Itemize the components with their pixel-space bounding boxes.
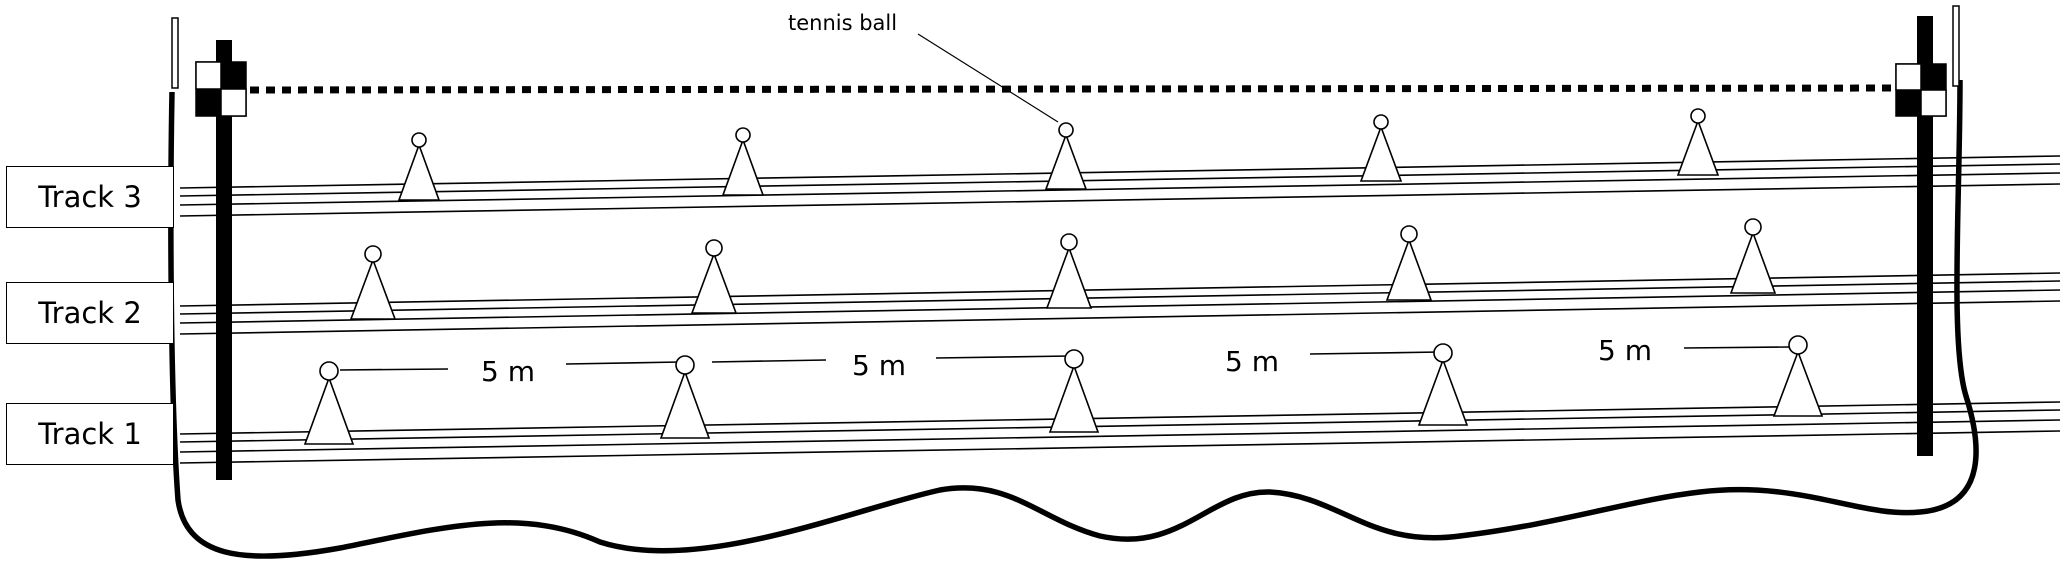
cone (721, 137, 765, 196)
cone (1044, 132, 1088, 190)
tennis-ball (319, 361, 339, 381)
cone (1048, 363, 1100, 433)
tennis-ball (364, 245, 382, 263)
light-beam (249, 84, 1903, 94)
cone-with-ball (1385, 225, 1433, 301)
cone (1729, 230, 1777, 294)
distance-label-3: 5 m (1225, 345, 1279, 378)
cone (1417, 357, 1469, 426)
cone (659, 369, 711, 439)
cone-with-ball (1045, 233, 1093, 309)
cone-with-ball (349, 245, 397, 320)
track-2-rails (179, 272, 2061, 335)
tennis-ball (1058, 122, 1074, 138)
track-2-label: Track 2 (6, 282, 174, 344)
cone (1385, 237, 1433, 301)
cone (1676, 118, 1720, 176)
tennis-ball (735, 127, 751, 143)
cone-with-ball (1417, 343, 1469, 426)
cone-with-ball (1729, 218, 1777, 294)
cone-with-ball (303, 361, 355, 445)
tennis-ball (1060, 233, 1078, 251)
annotation-leader (917, 33, 1059, 123)
cone-with-ball (1048, 349, 1100, 433)
cone (690, 251, 738, 314)
distance-label-2: 5 m (852, 349, 906, 382)
tennis-ball (1373, 114, 1389, 130)
tennis-ball (1064, 349, 1084, 369)
annotation-label: tennis ball (788, 11, 897, 35)
right-post (1895, 5, 1960, 456)
cone-with-ball (1772, 335, 1824, 417)
cone (1045, 245, 1093, 309)
cone (1359, 124, 1403, 182)
tennis-ball (1690, 108, 1706, 124)
cones (303, 108, 1824, 445)
cone-with-ball (397, 132, 441, 201)
cone-with-ball (721, 127, 765, 196)
distance-lines (339, 346, 1791, 371)
cone (303, 375, 355, 445)
track-3-rails (179, 155, 2061, 217)
track-1-label: Track 1 (6, 403, 174, 465)
distance-label-1: 5 m (481, 355, 535, 388)
tennis-ball (675, 355, 695, 375)
cone-with-ball (1676, 108, 1720, 176)
tennis-ball (411, 132, 427, 148)
cone-with-ball (1044, 122, 1088, 190)
cone (1772, 349, 1824, 417)
cone (349, 257, 397, 320)
distance-label-4: 5 m (1598, 334, 1652, 367)
cone-with-ball (690, 239, 738, 314)
tennis-ball (705, 239, 723, 257)
cone-with-ball (1359, 114, 1403, 182)
tennis-ball (1788, 335, 1808, 355)
left-post (171, 17, 247, 480)
track-1-rails (179, 401, 2061, 464)
cone (397, 142, 441, 201)
cone-with-ball (659, 355, 711, 439)
tennis-ball (1433, 343, 1453, 363)
tennis-ball (1744, 218, 1762, 236)
track-3-label: Track 3 (6, 166, 174, 228)
tennis-ball (1400, 225, 1418, 243)
ground-cable (168, 79, 1979, 559)
